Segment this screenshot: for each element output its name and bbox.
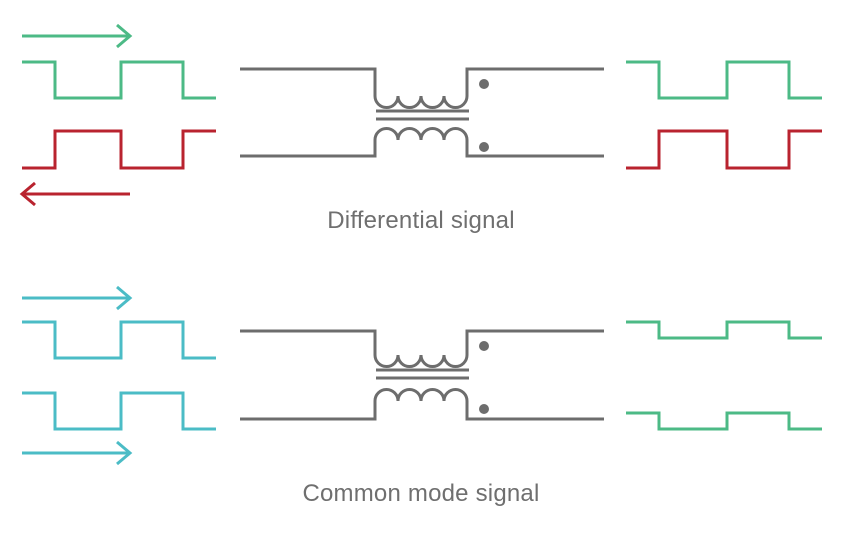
input-wave-bottom-red (22, 129, 216, 170)
differential-panel (19, 23, 822, 207)
upper-coil (373, 354, 469, 368)
lower-coil (373, 127, 469, 141)
input-wave-top-green (22, 60, 216, 100)
arrow-right-green-icon (22, 23, 133, 49)
polarity-dot (479, 79, 489, 89)
caption-differential-signal: Differential signal (327, 207, 515, 234)
lower-line (240, 401, 377, 421)
arrow-left-red-icon (19, 181, 130, 207)
caption-common-mode-signal: Common mode signal (302, 480, 540, 507)
polarity-dot (479, 142, 489, 152)
choke-differential (240, 67, 604, 158)
arrow-right-teal-icon (22, 440, 133, 466)
arrow-right-teal-icon (22, 285, 133, 311)
upper-line (240, 67, 377, 96)
polarity-dot (479, 404, 489, 414)
polarity-dot (479, 341, 489, 351)
choke-common-mode (240, 329, 604, 421)
input-wave-top-teal (22, 320, 216, 360)
common-mode-panel (22, 285, 822, 466)
output-wave-bottom-red (626, 129, 822, 170)
upper-line (240, 329, 377, 355)
input-wave-bottom-teal (22, 391, 216, 431)
upper-coil (373, 95, 469, 109)
output-wave-top-green (626, 60, 822, 100)
lower-line (240, 140, 377, 158)
output-wave-bottom-attenuated (626, 411, 822, 431)
lower-coil (373, 388, 469, 402)
output-wave-top-attenuated (626, 320, 822, 340)
